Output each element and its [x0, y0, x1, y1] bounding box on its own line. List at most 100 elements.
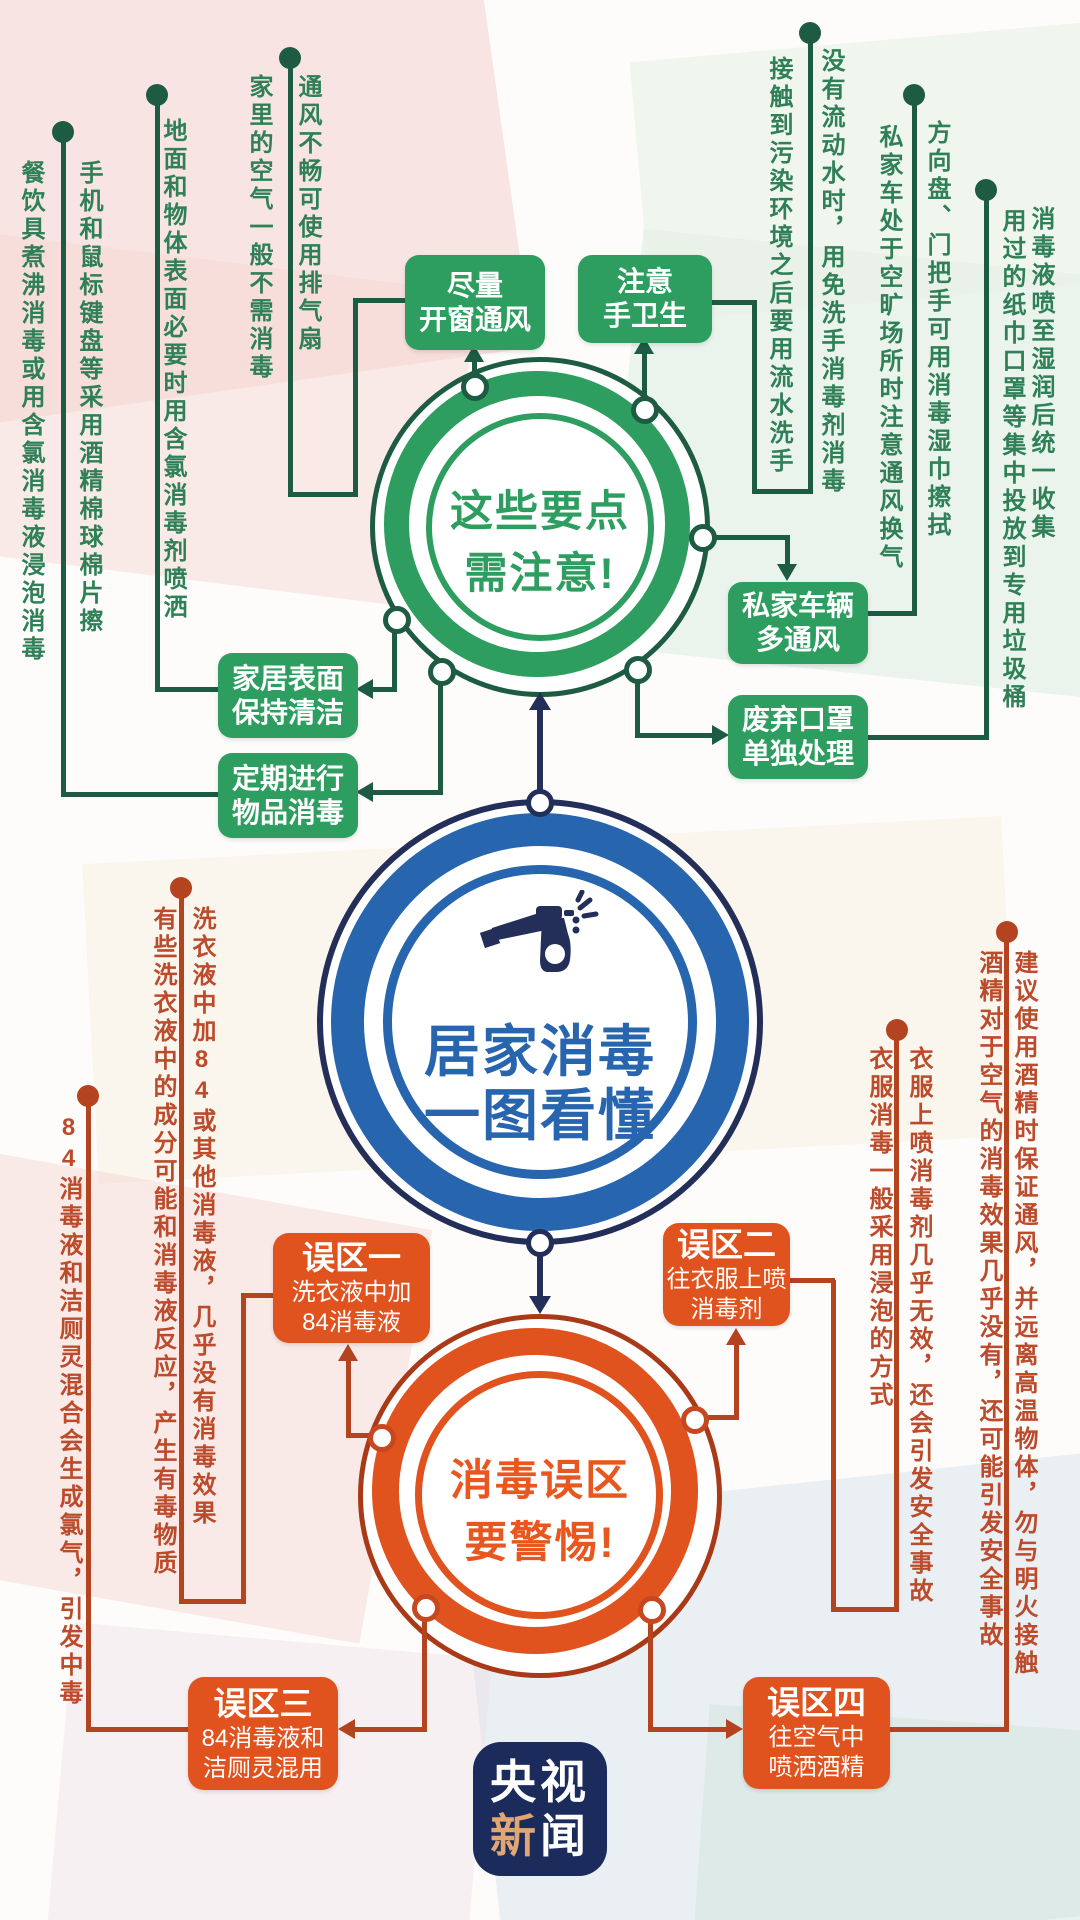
connector-line	[155, 687, 218, 692]
connector-line	[354, 1727, 427, 1732]
logo-char: 闻	[540, 1810, 590, 1862]
connector-line	[241, 1293, 273, 1298]
connector-line	[422, 1620, 427, 1732]
note-home-air: 家里的空气一般不需消毒	[245, 74, 272, 382]
arrowhead	[356, 782, 373, 802]
connector-line	[346, 1433, 384, 1438]
note-contaminated-env: 接触到污染环境之后要用流水洗手	[765, 56, 792, 476]
top-circle-title: 这些要点 需注意!	[0, 477, 1080, 601]
tip-box-open-windows: 尽量 开窗通风	[405, 255, 545, 350]
arrowhead	[777, 564, 797, 581]
connector-line	[697, 1415, 739, 1420]
arrowhead	[356, 679, 373, 699]
connector-line	[635, 672, 640, 738]
note-exhaust-fan: 通风不畅可使用排气扇	[294, 74, 321, 354]
arrowhead	[726, 1719, 743, 1739]
connector-line	[734, 1342, 739, 1420]
tip-box-label: 手卫生	[602, 300, 687, 331]
note-steering-wheel: 方向盘、门把手可用消毒湿巾擦拭	[923, 120, 950, 540]
misconception-label: 喷洒酒精	[768, 1754, 865, 1781]
note-alcohol-ventilation: 建议使用酒精时保证通风，并远离高温物体，勿与明火接触	[1010, 950, 1037, 1678]
circle-node-dot	[624, 656, 652, 684]
note-anchor-dot	[52, 121, 74, 143]
misconception-label: 往空气中	[768, 1724, 865, 1751]
bottom-circle-title-line2: 要警惕!	[464, 1519, 616, 1567]
connector-line	[288, 492, 358, 497]
logo-row-1: 央视	[490, 1755, 590, 1809]
note-anchor-dot	[799, 22, 821, 44]
connector-line	[241, 1295, 246, 1604]
top-circle-title-line1: 这些要点	[450, 488, 630, 536]
tip-box-label: 家居表面	[231, 662, 344, 694]
note-anchor-dot	[146, 84, 168, 106]
note-anchor-dot	[170, 877, 192, 899]
misconception-box-4: 误区四 往空气中 喷洒酒精	[743, 1677, 890, 1789]
circle-node-dot	[461, 373, 489, 401]
note-spray-collect: 消毒液喷至湿润后统一收集	[1027, 206, 1054, 542]
connector-line	[712, 300, 757, 305]
connector-line	[86, 1727, 188, 1732]
arrowhead	[338, 1344, 358, 1361]
misconception-label: 洁厕灵混用	[203, 1754, 323, 1782]
note-tableware: 餐饮具煮沸消毒或用含氯消毒液浸泡消毒	[17, 160, 44, 664]
connector-line	[1004, 932, 1009, 1732]
misconception-label: 往衣服上喷	[666, 1265, 787, 1293]
note-anchor-dot	[77, 1085, 99, 1107]
note-anchor-dot	[886, 1019, 908, 1041]
note-clothes-spray-ineffective: 衣服上喷消毒剂几乎无效，还会引发安全事故	[905, 1046, 932, 1606]
arrowhead	[712, 725, 729, 745]
connector-line	[155, 95, 160, 692]
arrowhead	[338, 1719, 355, 1739]
connector-line	[288, 58, 293, 497]
misconception-label: 84消毒液	[302, 1309, 401, 1336]
top-circle-inner-ring	[426, 413, 654, 641]
tip-box-label: 多通风	[755, 624, 840, 655]
connector-line	[648, 1727, 728, 1732]
misconception-title: 误区四	[767, 1684, 866, 1721]
circle-node-dot	[631, 396, 659, 424]
circle-node-dot	[428, 658, 456, 686]
circle-node-dot	[383, 606, 411, 634]
misconception-label: 消毒剂	[690, 1295, 763, 1323]
circle-node-dot	[526, 1229, 554, 1257]
connector-line	[790, 1278, 835, 1283]
connector-line	[833, 1607, 899, 1612]
connector-line	[61, 132, 66, 797]
spray-bottle-icon	[480, 890, 599, 972]
bottom-circle-title-line1: 消毒误区	[450, 1457, 630, 1505]
arrowhead	[529, 692, 551, 710]
connector-line	[752, 489, 813, 494]
misconception-title: 误区二	[677, 1225, 776, 1263]
note-anchor-dot	[279, 47, 301, 69]
logo-row-2: 新闻	[490, 1809, 590, 1863]
connector-line	[912, 95, 917, 616]
connector-line	[642, 352, 647, 414]
misconception-box-3: 误区三 84消毒液和 洁厕灵混用	[188, 1677, 338, 1790]
logo-char: 央	[490, 1756, 540, 1808]
connector-line	[179, 888, 184, 1604]
misconception-label: 84消毒液和	[201, 1724, 325, 1752]
logo-char: 视	[540, 1756, 590, 1808]
center-circle-title: 居家消毒 一图看懂	[0, 1020, 1080, 1148]
connector-line	[86, 1096, 91, 1732]
connector-line	[346, 1358, 351, 1438]
tip-box-label: 尽量	[446, 269, 503, 301]
connector-line	[353, 298, 405, 303]
arrowhead	[726, 1328, 746, 1345]
tip-box-label: 私家车辆	[741, 590, 854, 621]
tip-box-label: 单独处理	[741, 738, 854, 769]
connector-line	[890, 1727, 1009, 1732]
connector-line	[537, 708, 543, 803]
connector-line	[868, 735, 989, 740]
cctv-news-logo: 央视 新闻	[473, 1742, 607, 1876]
connector-line	[785, 535, 790, 565]
connector-line	[179, 1599, 246, 1604]
connector-line	[392, 630, 397, 692]
tip-box-car-ventilation: 私家车辆 多通风	[728, 582, 868, 664]
tip-box-hand-hygiene: 注意 手卫生	[578, 255, 712, 343]
note-alcohol-air-ineffective: 酒精对于空气的消毒效果几乎没有，还可能引发安全事故	[975, 950, 1002, 1650]
misconception-label: 洗衣液中加	[291, 1279, 412, 1306]
circle-node-dot	[689, 524, 717, 552]
tip-box-regular-disinfect: 定期进行 物品消毒	[218, 753, 358, 838]
circle-node-dot	[681, 1406, 709, 1434]
